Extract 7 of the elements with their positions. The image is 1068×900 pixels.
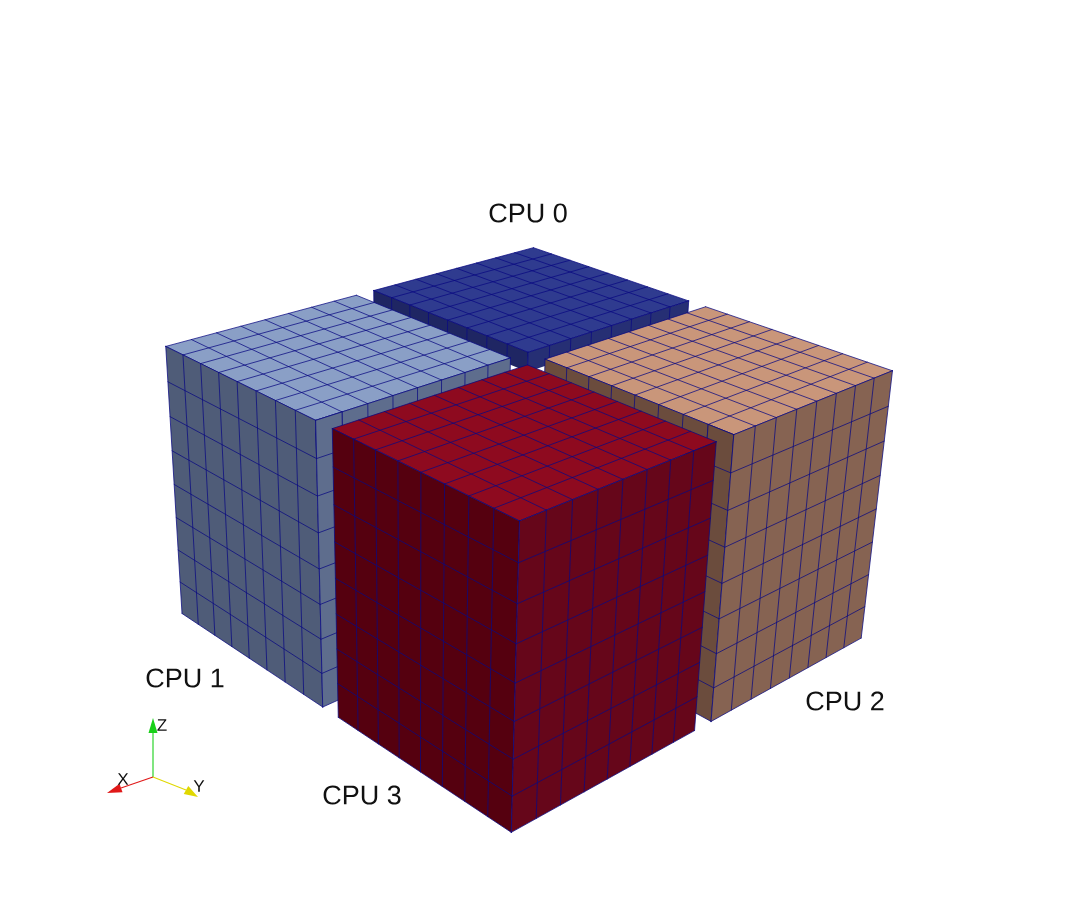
cube-label: CPU 0	[489, 203, 567, 223]
cube-label: CPU 3	[323, 785, 401, 805]
axis-label: Z	[157, 719, 167, 731]
cube-label: CPU 1	[146, 668, 224, 688]
axis-label: Y	[193, 780, 205, 792]
cube-label: CPU 2	[806, 691, 884, 711]
axis-label: X	[117, 773, 129, 785]
